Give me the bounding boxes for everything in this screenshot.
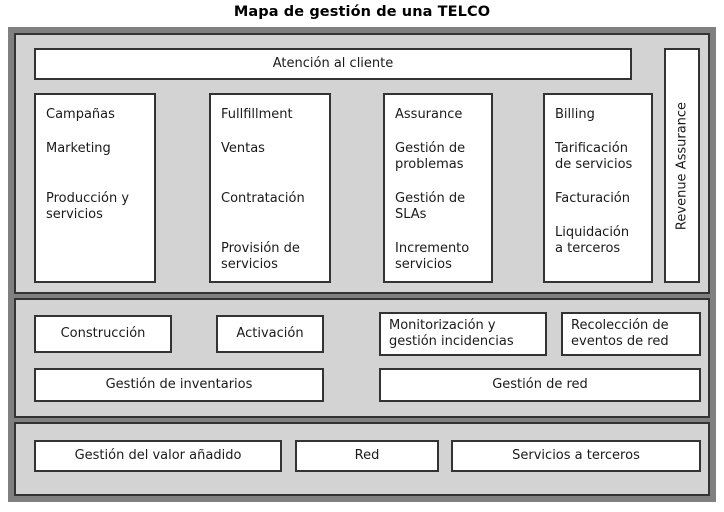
- column-campanas[interactable]: Campañas Marketing Producción y servicio…: [34, 93, 156, 283]
- column-billing-item-0: Billing: [555, 107, 595, 122]
- column-assurance-item-3: Incremento servicios: [395, 241, 470, 272]
- band-services: Gestión del valor añadido Red Servicios …: [14, 422, 710, 496]
- box-activacion-label: Activación: [236, 326, 304, 341]
- box-construccion-label: Construcción: [60, 326, 146, 341]
- box-revenue-assurance[interactable]: Revenue Assurance: [664, 48, 700, 283]
- band-network: Construcción Activación Monitorización y…: [14, 298, 710, 418]
- box-servicios-terceros[interactable]: Servicios a terceros: [451, 440, 701, 472]
- box-gestion-red-label: Gestión de red: [492, 377, 588, 392]
- column-assurance[interactable]: Assurance Gestión de problemas Gestión d…: [383, 93, 493, 283]
- box-revenue-assurance-label: Revenue Assurance: [674, 101, 690, 230]
- box-gestion-inventarios-label: Gestión de inventarios: [105, 377, 253, 392]
- column-assurance-item-1: Gestión de problemas: [395, 141, 466, 172]
- box-red[interactable]: Red: [295, 440, 439, 472]
- box-gestion-inventarios[interactable]: Gestión de inventarios: [34, 368, 324, 402]
- box-gestion-valor-anadido-label: Gestión del valor añadido: [74, 448, 242, 463]
- box-monitorizacion[interactable]: Monitorización y gestión incidencias: [379, 312, 547, 356]
- box-gestion-red[interactable]: Gestión de red: [379, 368, 701, 402]
- box-gestion-valor-anadido[interactable]: Gestión del valor añadido: [34, 440, 282, 472]
- box-monitorizacion-label: Monitorización y gestión incidencias: [389, 318, 514, 349]
- box-recoleccion-label: Recolección de eventos de red: [571, 318, 669, 349]
- column-billing[interactable]: Billing Tarificación de servicios Factur…: [543, 93, 653, 283]
- column-campanas-item-0: Campañas: [46, 107, 115, 122]
- column-campanas-item-2: Producción y servicios: [46, 191, 130, 222]
- column-assurance-item-0: Assurance: [395, 107, 463, 122]
- box-recoleccion[interactable]: Recolección de eventos de red: [561, 312, 701, 356]
- column-campanas-item-1: Marketing: [46, 141, 111, 156]
- box-atencion-al-cliente-label: Atención al cliente: [272, 56, 394, 71]
- column-billing-item-3: Liquidación a terceros: [555, 225, 630, 256]
- column-fullfillment-item-1: Ventas: [221, 141, 265, 156]
- box-activacion[interactable]: Activación: [216, 315, 324, 353]
- box-servicios-terceros-label: Servicios a terceros: [512, 448, 640, 463]
- band-operations: Atención al cliente Campañas Marketing P…: [14, 33, 710, 294]
- column-fullfillment-item-2: Contratación: [221, 191, 305, 206]
- column-fullfillment-item-3: Provisión de servicios: [221, 241, 300, 272]
- column-assurance-item-2: Gestión de SLAs: [395, 191, 466, 222]
- page-title: Mapa de gestión de una TELCO: [233, 4, 491, 20]
- box-atencion-al-cliente[interactable]: Atención al cliente: [34, 48, 632, 80]
- column-billing-item-1: Tarificación de servicios: [555, 141, 633, 172]
- column-fullfillment[interactable]: Fullfillment Ventas Contratación Provisi…: [209, 93, 331, 283]
- column-fullfillment-item-0: Fullfillment: [221, 107, 293, 122]
- box-construccion[interactable]: Construcción: [34, 315, 172, 353]
- box-red-label: Red: [354, 448, 380, 463]
- telco-management-map: Atención al cliente Campañas Marketing P…: [8, 27, 716, 502]
- column-billing-item-2: Facturación: [555, 191, 630, 206]
